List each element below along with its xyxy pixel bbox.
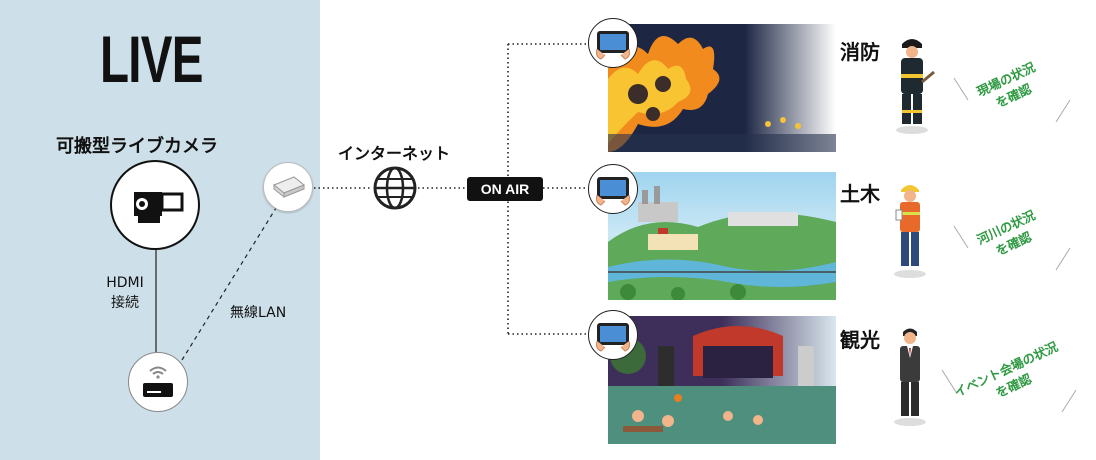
wifi-recorder-icon [143, 366, 173, 397]
tablet-node-3 [588, 310, 638, 360]
live-title: LIVE [100, 22, 203, 96]
on-air-badge: ON AIR [467, 177, 543, 201]
construction-worker-figure [886, 180, 934, 278]
festival-illustration [608, 326, 836, 444]
globe-icon [373, 166, 417, 210]
note-2-brackets [953, 225, 1071, 271]
wifi-router-node [263, 162, 313, 212]
hdmi-label: HDMI 接続 [100, 273, 150, 313]
note-1-brackets [953, 77, 1071, 123]
firefighter-figure [888, 36, 936, 134]
fire-scene-image [608, 24, 836, 152]
hdmi-label-line1: HDMI [106, 275, 144, 291]
tablet-hand-icon [596, 323, 630, 352]
tablet-node-2 [588, 164, 638, 214]
civil-scene-image [608, 172, 836, 300]
fire-illustration [608, 36, 836, 152]
video-camera-icon [134, 192, 184, 223]
camera-node [110, 160, 200, 250]
recorder-node [128, 352, 188, 412]
globe-node [372, 165, 418, 211]
wireless-line [181, 207, 277, 361]
category-label-1: 消防 [840, 40, 880, 64]
businessman-icon [894, 328, 926, 426]
firefighter-icon [896, 39, 935, 134]
router-icon [273, 176, 305, 199]
tourism-scene-image [608, 316, 836, 444]
tablet-node-1 [588, 18, 638, 68]
category-label-3: 観光 [840, 328, 880, 352]
hdmi-label-line2: 接続 [111, 295, 139, 311]
tablet-hand-icon [596, 31, 630, 60]
wireless-lan-label: 無線LAN [230, 305, 287, 321]
river-illustration [608, 186, 836, 300]
note-3-brackets [941, 369, 1077, 413]
construction-worker-icon [894, 185, 926, 278]
camera-label: 可搬型ライブカメラ [56, 136, 218, 157]
businessman-figure [886, 324, 934, 426]
category-label-2: 土木 [840, 182, 880, 206]
tablet-hand-icon [596, 177, 630, 206]
internet-label: インターネット [338, 144, 451, 163]
